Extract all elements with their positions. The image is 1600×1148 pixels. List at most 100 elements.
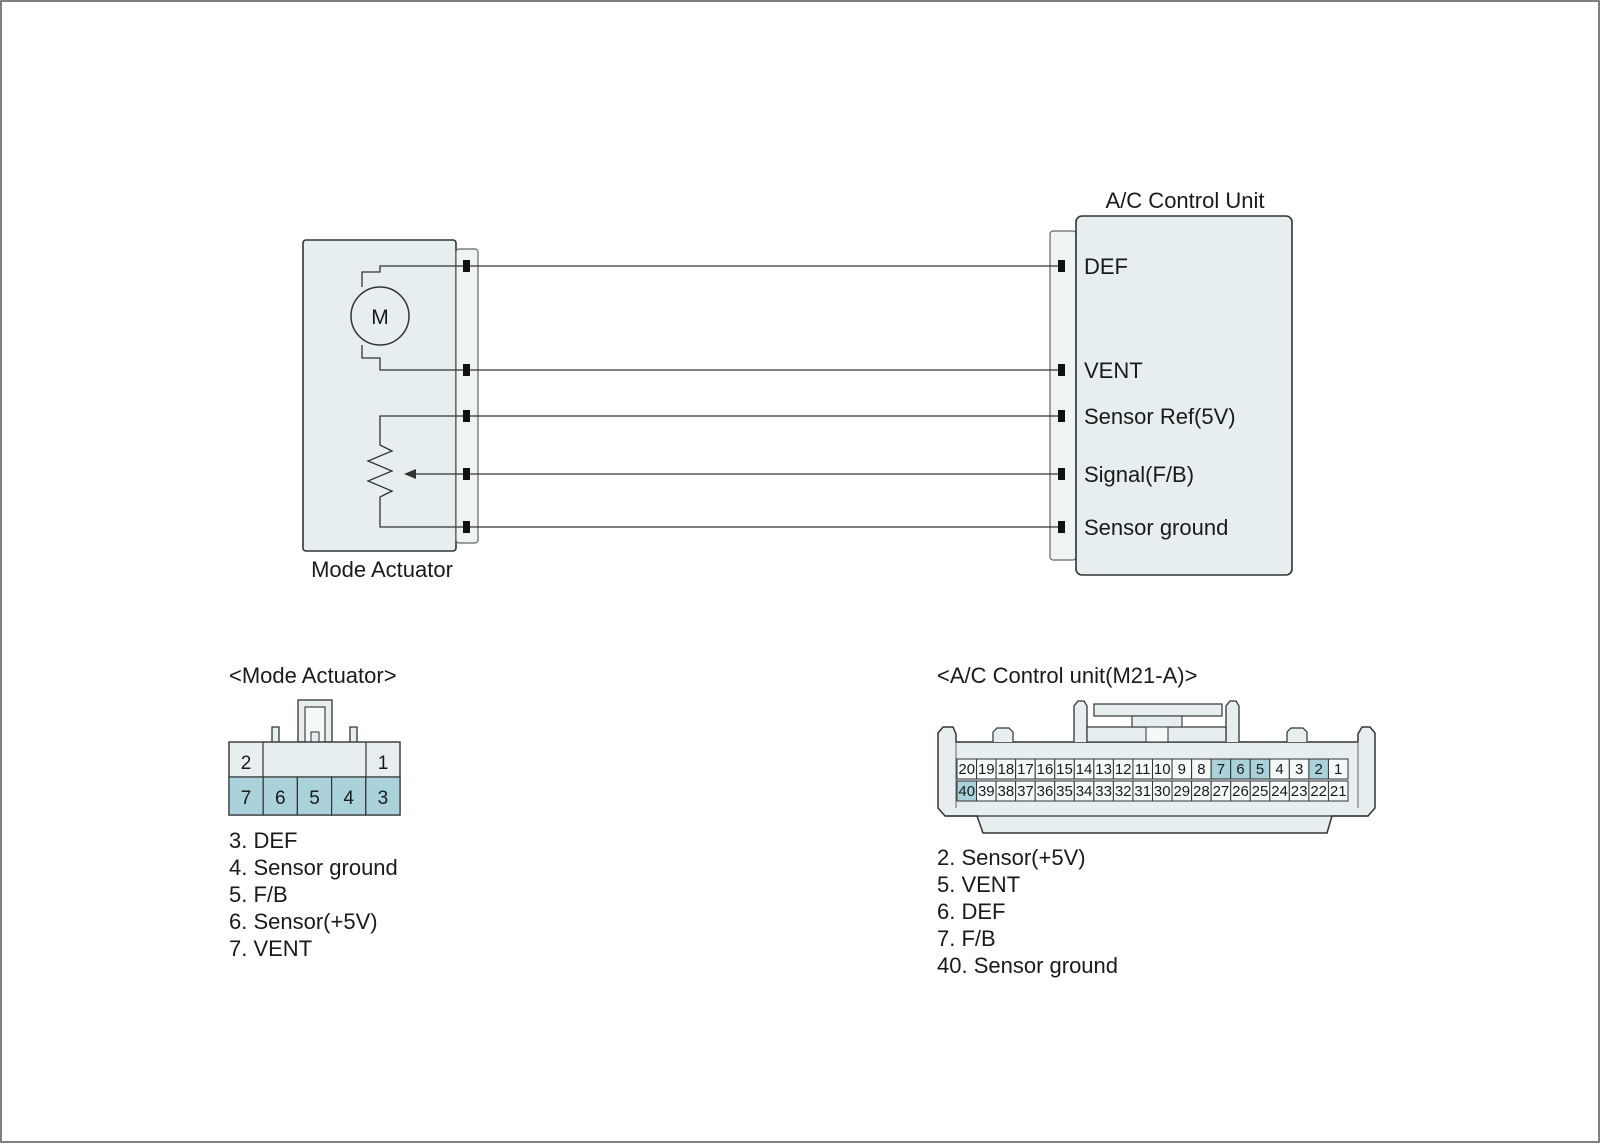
connector-tab <box>992 727 1014 742</box>
connector-tab <box>1286 727 1308 742</box>
left-terminal <box>463 521 470 533</box>
mode-pin-number: 3 <box>378 788 389 809</box>
ac-pin-number: 11 <box>1135 761 1151 778</box>
ac-pin-number: 13 <box>1095 761 1112 778</box>
mode-pinout-line: 7. VENT <box>229 936 312 961</box>
ac-pin-number: 8 <box>1197 761 1205 778</box>
right-terminal <box>1058 521 1065 533</box>
right-terminal <box>1058 468 1065 480</box>
potentiometer-icon <box>366 415 465 528</box>
mode-actuator-connector-strip <box>455 248 479 544</box>
ac-pin-cell <box>1327 780 1349 802</box>
mode-pin-number: 5 <box>309 788 320 809</box>
ac-pin-number: 22 <box>1310 783 1327 800</box>
wire-label-def: DEF <box>1084 254 1128 279</box>
connector-key <box>310 731 320 743</box>
ac-pin-number: 37 <box>1017 783 1034 800</box>
ac-connector-title: <A/C Control unit(M21-A)> <box>937 663 1197 688</box>
connector-key-inner <box>1145 726 1169 743</box>
ac-control-unit-component: A/C Control Unit DEF VENT Sensor Ref(5V)… <box>1049 188 1293 576</box>
ac-pin-number: 10 <box>1154 761 1171 778</box>
mode-pin-cell <box>262 776 299 816</box>
ac-pin-number: 32 <box>1115 783 1132 800</box>
ac-pin-number: 29 <box>1173 783 1190 800</box>
connector-tab <box>271 726 358 742</box>
motor-wire-top <box>361 265 465 287</box>
mode-pin-number: 7 <box>241 788 252 809</box>
ac-pin-number: 33 <box>1095 783 1112 800</box>
ac-pin-number: 34 <box>1076 783 1093 800</box>
wire-label-vent: VENT <box>1084 358 1143 383</box>
ac-pinout-line: 5. VENT <box>937 872 1020 897</box>
mode-pin-cell <box>296 776 333 816</box>
ac-pin-number: 39 <box>978 783 995 800</box>
ac-pin-number: 38 <box>998 783 1015 800</box>
ac-pin-number: 2 <box>1315 761 1323 778</box>
mode-pinout-line: 3. DEF <box>229 828 297 853</box>
ac-pin-number: 30 <box>1154 783 1171 800</box>
ac-pin-number: 20 <box>958 761 975 778</box>
ac-unit-connector-strip <box>1049 230 1077 561</box>
right-terminal <box>1058 410 1065 422</box>
wire-label-sensor-ref: Sensor Ref(5V) <box>1084 404 1236 429</box>
wire-label-sensor-ground: Sensor ground <box>1084 515 1228 540</box>
left-terminal <box>463 260 470 272</box>
ac-pin-number: 5 <box>1256 761 1264 778</box>
ac-pin-number: 12 <box>1115 761 1132 778</box>
mode-pinout-line: 5. F/B <box>229 882 288 907</box>
left-terminal <box>463 410 470 422</box>
ac-pin-number: 4 <box>1275 761 1283 778</box>
ac-control-unit-body <box>1075 215 1293 576</box>
connector-latch-post <box>1073 700 1088 742</box>
right-terminal <box>1058 260 1065 272</box>
ac-pin-cell <box>1327 758 1349 780</box>
ac-pinout-line: 6. DEF <box>937 899 1005 924</box>
ac-pin-number: 1 <box>1334 761 1342 778</box>
motor-symbol: M <box>371 306 389 329</box>
mode-pin-number: 4 <box>343 788 354 809</box>
connector-key <box>1131 715 1183 728</box>
ac-pin-number: 16 <box>1037 761 1054 778</box>
mode-pinout-line: 6. Sensor(+5V) <box>229 909 378 934</box>
ac-pin-number: 21 <box>1330 783 1347 800</box>
mode-actuator-component: M Mode Actuator <box>302 239 479 582</box>
ac-pin-number: 7 <box>1217 761 1225 778</box>
ac-pin-number: 6 <box>1236 761 1244 778</box>
mode-pinout-line: 4. Sensor ground <box>229 855 398 880</box>
connector-latch-post <box>1225 700 1240 742</box>
mode-actuator-connector-title: <Mode Actuator> <box>229 663 397 688</box>
ac-pin-number: 26 <box>1232 783 1249 800</box>
ac-pin-number: 27 <box>1213 783 1230 800</box>
ac-pin-number: 9 <box>1178 761 1186 778</box>
right-terminal <box>1058 364 1065 376</box>
ac-pinout-line: 2. Sensor(+5V) <box>937 845 1086 870</box>
mode-actuator-connector: <Mode Actuator> 7 6 5 4 3 2 1 3. DEF 4. Sens… <box>228 663 401 961</box>
connector-latch-bar <box>1093 703 1223 717</box>
left-terminal <box>463 364 470 376</box>
ac-pin-number: 31 <box>1134 783 1151 800</box>
mode-connector-bottom-row: 7 6 5 4 3 <box>228 776 401 816</box>
mode-pin-1: 1 <box>378 753 389 774</box>
motor-icon <box>350 286 410 346</box>
ac-pin-number: 19 <box>978 761 995 778</box>
mode-pin-number: 6 <box>275 788 286 809</box>
ac-pin-number: 35 <box>1056 783 1073 800</box>
motor-wire-bottom <box>361 345 465 371</box>
mode-pin-2: 2 <box>241 753 252 774</box>
ac-pinout-line: 40. Sensor ground <box>937 953 1118 978</box>
ac-pin-number: 3 <box>1295 761 1303 778</box>
ac-pin-number: 23 <box>1291 783 1308 800</box>
ac-pin-number: 25 <box>1252 783 1269 800</box>
ac-pin-number: 24 <box>1271 783 1288 800</box>
ac-pinout-line: 7. F/B <box>937 926 996 951</box>
mode-actuator-label: Mode Actuator <box>311 557 453 582</box>
harness-wires <box>470 265 1058 528</box>
wiper-arrow-icon <box>404 469 416 479</box>
mode-pin-cell <box>365 776 401 816</box>
ac-pin-number: 28 <box>1193 783 1210 800</box>
